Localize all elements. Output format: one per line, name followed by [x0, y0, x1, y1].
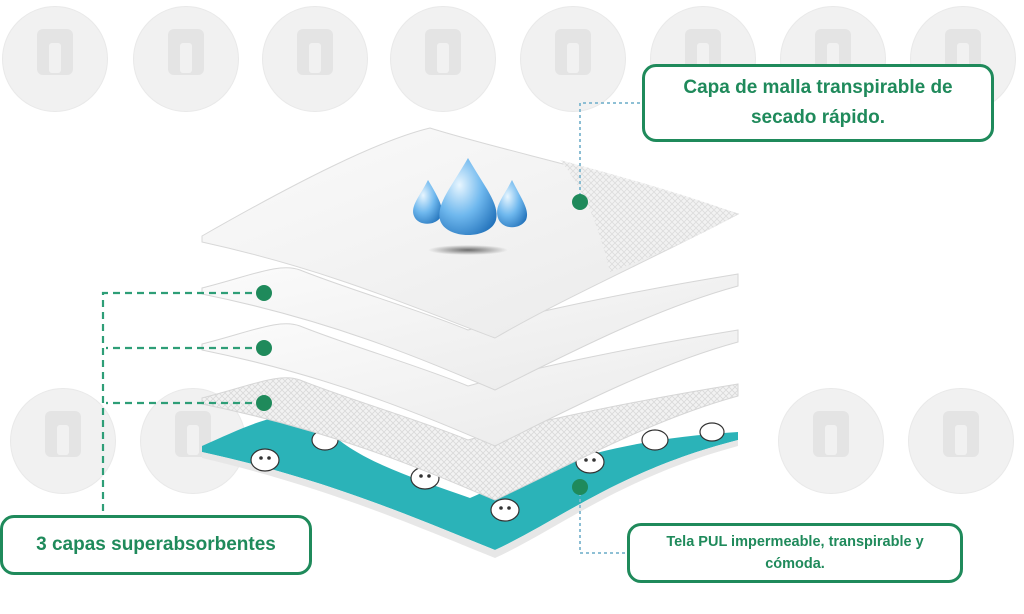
- connector-dots: [256, 194, 588, 495]
- callout-pul-fabric: Tela PUL impermeable, transpirable y cóm…: [627, 523, 963, 583]
- logo-watermark-icon: [2, 6, 108, 112]
- callout-absorbent-layers-text: 3 capas superabsorbentes: [36, 534, 276, 555]
- dog-print-icon: [490, 498, 520, 522]
- logo-watermark-icon: [908, 388, 1014, 494]
- callout-absorbent-layers: 3 capas superabsorbentes: [0, 515, 312, 575]
- water-drop-icon: [413, 158, 528, 255]
- logo-watermark-icon: [520, 6, 626, 112]
- absorbent-layer-3: [201, 377, 739, 501]
- callout-mesh-layer-text: Capa de malla transpirable de secado ráp…: [683, 77, 953, 128]
- callout-pul-fabric-text: Tela PUL impermeable, transpirable y cóm…: [666, 534, 924, 572]
- dog-print-icon: [641, 429, 669, 451]
- logo-watermark-icon: [10, 388, 116, 494]
- logo-watermark-icon: [133, 6, 239, 112]
- dog-print-icon: [699, 422, 725, 442]
- logo-watermark-icon: [262, 6, 368, 112]
- logo-watermark-icon: [390, 6, 496, 112]
- absorbent-layer-1: [201, 267, 739, 391]
- logo-watermark-icon: [778, 388, 884, 494]
- dog-print-icon: [250, 448, 280, 472]
- absorbent-layer-2: [201, 323, 739, 447]
- callout-mesh-layer: Capa de malla transpirable de secado ráp…: [642, 64, 994, 142]
- pul-fabric-layer: [202, 415, 738, 558]
- connector-lines: [101, 102, 642, 554]
